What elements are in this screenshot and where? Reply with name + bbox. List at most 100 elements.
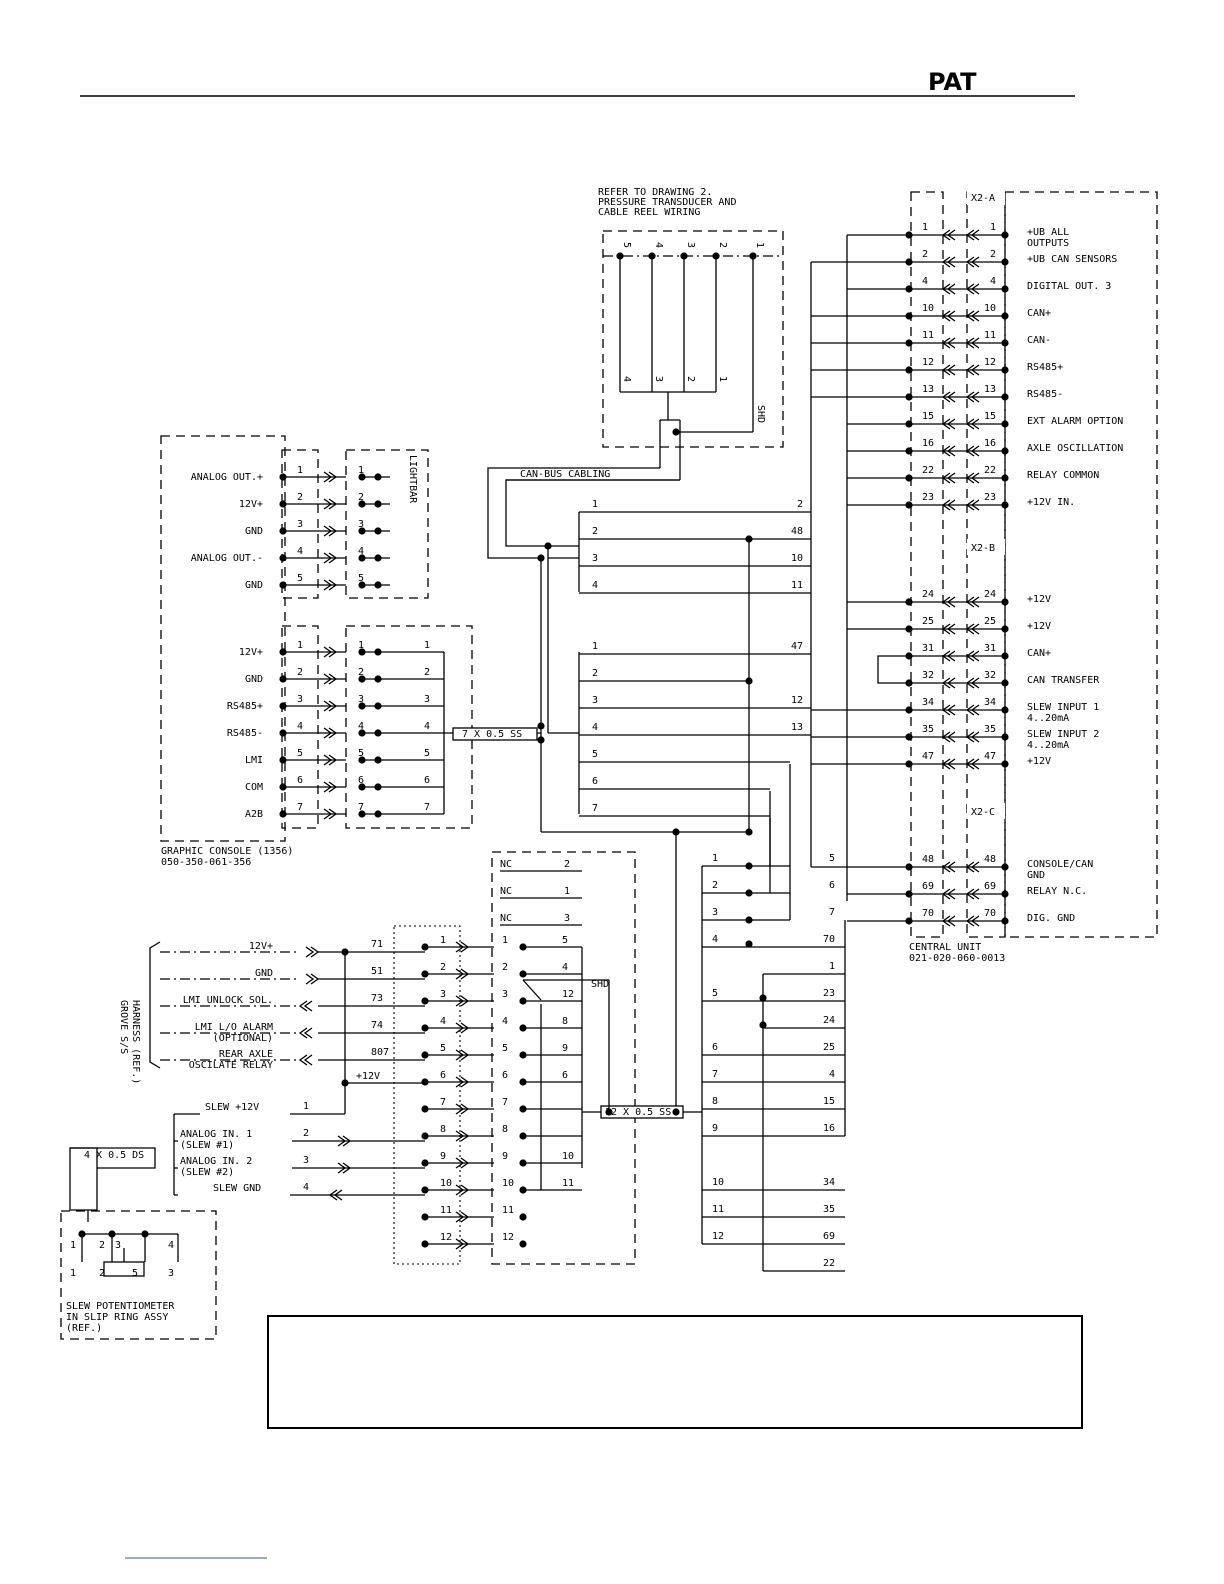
central-pin-label: 16 — [922, 438, 934, 449]
terminal-dot — [1001, 447, 1009, 455]
cable12-left-label: 2 — [712, 880, 718, 891]
bus-b-left-label: 6 — [592, 776, 598, 787]
central-function-label: +12V IN. — [1027, 497, 1075, 508]
central-terminal-label: 23 — [984, 492, 996, 503]
central-function-label: SLEW INPUT 1 — [1027, 702, 1099, 713]
connector-arrow — [323, 754, 338, 766]
harness-function-label: 12V+ — [249, 941, 273, 952]
connector-arrow — [965, 337, 980, 349]
nc-label: NC — [500, 886, 512, 897]
harness-junction — [341, 948, 349, 956]
console-conn2-block — [345, 625, 473, 829]
central-function-label: 4..20mA — [1027, 740, 1069, 751]
wire-number: 4 — [424, 721, 430, 732]
connector-arrow — [455, 1184, 470, 1196]
connector-arrow — [328, 1189, 343, 1201]
connector-arrow — [941, 310, 956, 322]
terminal-dot — [1001, 706, 1009, 714]
console-pin-label: RS485+ — [227, 701, 263, 712]
cable12-dot — [745, 889, 753, 897]
pin-number: 2 — [358, 667, 364, 678]
terminal-dot — [1001, 598, 1009, 606]
pin-number: 3 — [358, 519, 364, 530]
pin-number: 4 — [297, 721, 303, 732]
pot-junction — [78, 1230, 86, 1238]
plug-pin-label: 9 — [502, 1151, 508, 1162]
plug-pin-label: 8 — [502, 1124, 508, 1135]
console-pin-label: A2B — [245, 809, 263, 820]
gnd-junction — [745, 535, 753, 543]
central-function-label: OUTPUTS — [1027, 238, 1069, 249]
connector-arrow — [941, 758, 956, 770]
connector-arrow — [941, 283, 956, 295]
cable7-label-box — [452, 727, 538, 741]
pin-number: 6 — [358, 775, 364, 786]
central-pin-label: 70 — [922, 908, 934, 919]
transducer-pin-label: 5 — [621, 242, 632, 248]
terminal-dot — [1001, 393, 1009, 401]
transducer-box — [602, 230, 784, 448]
central-terminal-label: 31 — [984, 643, 996, 654]
connector-arrow — [455, 1130, 470, 1142]
dynamic-elements: REFER TO DRAWING 2.PRESSURE TRANSDUCER A… — [60, 187, 1158, 1340]
pin-number: 1 — [358, 640, 364, 651]
bus-a-right-label: 48 — [791, 526, 803, 537]
bus-b-right-label: 13 — [791, 722, 803, 733]
nc-label: NC — [500, 913, 512, 924]
pin-number: 2 — [297, 667, 303, 678]
transducer-note: CABLE REEL WIRING — [598, 207, 700, 218]
central-function-label: RS485+ — [1027, 362, 1063, 373]
central-terminal-label: 32 — [984, 670, 996, 681]
central-terminal-label: 25 — [984, 616, 996, 627]
connector-arrow — [941, 364, 956, 376]
connector-arrow — [965, 596, 980, 608]
bus-b-left-label: 5 — [592, 749, 598, 760]
wire-number: 6 — [424, 775, 430, 786]
pin-number: 1 — [297, 640, 303, 651]
harness-function-label: LMI L/O ALARM — [195, 1022, 273, 1033]
central-function-label: SLEW INPUT 2 — [1027, 729, 1099, 740]
cable12-dot — [745, 940, 753, 948]
section-bg — [967, 803, 1005, 819]
central-function-label: EXT ALARM OPTION — [1027, 416, 1123, 427]
central-function-label: RELAY COMMON — [1027, 470, 1099, 481]
central-function-label: +12V — [1027, 756, 1051, 767]
console-pin-label: GND — [245, 674, 263, 685]
connector-arrow — [323, 498, 338, 510]
central-part-number: 021-020-060-0013 — [909, 953, 1005, 964]
cable12-label-box — [600, 1105, 684, 1119]
central-terminal-label: 13 — [984, 384, 996, 395]
bus-b-left-label: 7 — [592, 803, 598, 814]
wire-number: 2 — [424, 667, 430, 678]
connector-arrow — [941, 596, 956, 608]
central-terminal-label: 2 — [990, 249, 996, 260]
plug-pin-dot — [519, 1240, 527, 1248]
slew-pot-caption: IN SLIP RING ASSY — [66, 1312, 168, 1323]
connector-arrow — [323, 525, 338, 537]
connector-arrow — [337, 1135, 352, 1147]
connector-arrow — [965, 731, 980, 743]
canbus-cable-outer — [487, 467, 660, 559]
bus-a-right-label: 2 — [797, 499, 803, 510]
connector-arrow — [941, 445, 956, 457]
connector-arrow — [965, 499, 980, 511]
central-function-label: +UB ALL — [1027, 227, 1069, 238]
central-pin-label: 47 — [922, 751, 934, 762]
bus-b-left-label: 3 — [592, 695, 598, 706]
connector-pin-label: 2 — [440, 962, 446, 973]
connector-arrow — [965, 310, 980, 322]
pin-number: 3 — [297, 519, 303, 530]
terminal-dot — [1001, 917, 1009, 925]
cable12-right-label: 22 — [823, 1258, 835, 1269]
connector-arrow — [965, 391, 980, 403]
connector-pin-label: 1 — [440, 935, 446, 946]
connector-arrow — [323, 808, 338, 820]
connector-arrow — [941, 731, 956, 743]
bus-b-right-label: 12 — [791, 695, 803, 706]
terminal-dot — [1001, 339, 1009, 347]
central-function-label: +12V — [1027, 621, 1051, 632]
pin-number: 5 — [297, 748, 303, 759]
transducer-pin-label: 4 — [653, 242, 664, 248]
connector-arrow — [941, 499, 956, 511]
cable12-right-label: 25 — [823, 1042, 835, 1053]
